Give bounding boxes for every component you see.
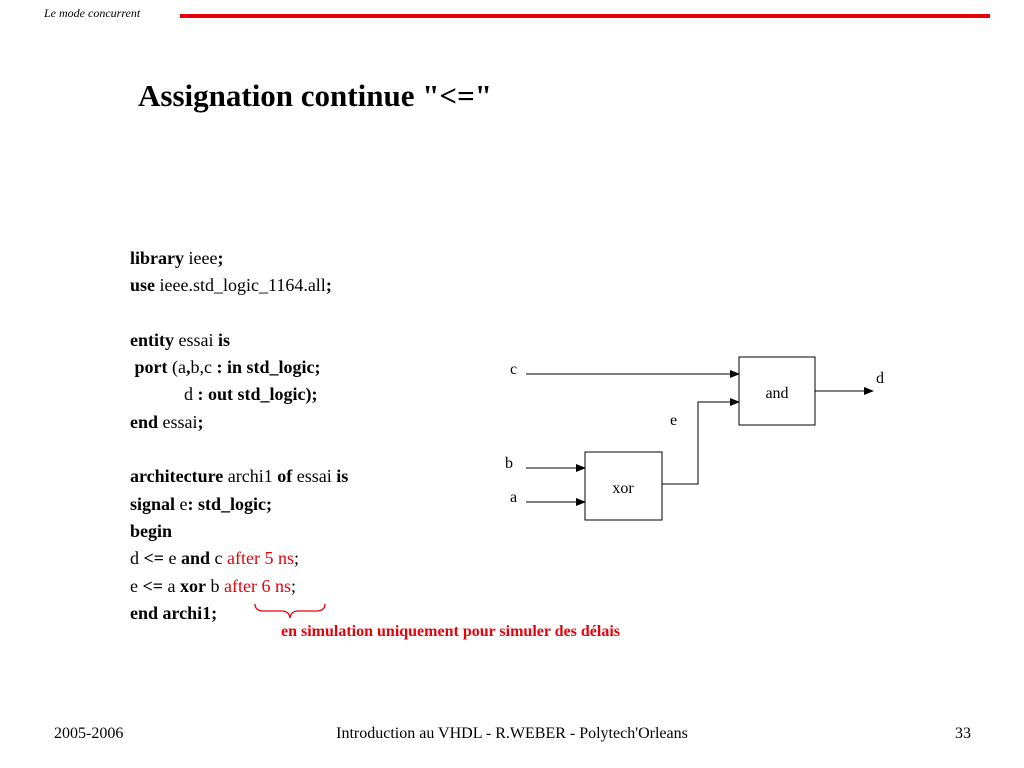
xor-gate-label: xor: [612, 480, 634, 497]
code-line: port (a,b,c : in std_logic;: [134, 357, 321, 378]
footer-page-number: 33: [955, 725, 971, 742]
code-line: end essai;: [130, 411, 204, 432]
signal-c-label: c: [510, 361, 517, 378]
signal-a-label: a: [510, 489, 517, 506]
code-line: signal e: std_logic;: [130, 493, 273, 514]
signal-b-label: b: [505, 455, 513, 472]
code-line: end archi1;: [130, 602, 218, 623]
footer-course: Introduction au VHDL - R.WEBER - Polytec…: [336, 725, 688, 742]
delay-text: after 6 ns: [224, 575, 291, 596]
code-line: library ieee;: [130, 248, 224, 268]
code-line: d : out std_logic);: [184, 384, 318, 405]
wire-e: [662, 398, 740, 485]
code-line: begin: [130, 520, 173, 541]
signal-e-label: e: [670, 412, 677, 429]
and-gate: [738, 356, 816, 426]
and-gate-label: and: [765, 385, 788, 402]
slide-title: Assignation continue "<=": [138, 78, 492, 113]
code-line: e <= a xor b after 6 ns;: [130, 575, 297, 596]
curly-brace-icon: [254, 603, 326, 619]
simulation-note: en simulation uniquement pour simuler de…: [281, 623, 621, 640]
header-rule: [180, 14, 990, 18]
code-line: entity essai is: [130, 329, 231, 350]
footer-year: 2005-2006: [54, 725, 124, 742]
vhdl-code-block: library ieee; use ieee.std_logic_1164.al…: [130, 245, 348, 627]
signal-d-label: d: [876, 370, 884, 387]
code-line: d <= e and c after 5 ns;: [130, 548, 300, 569]
delay-text: after 5 ns: [227, 548, 295, 569]
section-label: Le mode concurrent: [44, 6, 141, 20]
xor-gate: [584, 451, 663, 521]
code-line: use ieee.std_logic_1164.all;: [130, 275, 332, 296]
code-line: architecture archi1 of essai is: [130, 466, 349, 487]
